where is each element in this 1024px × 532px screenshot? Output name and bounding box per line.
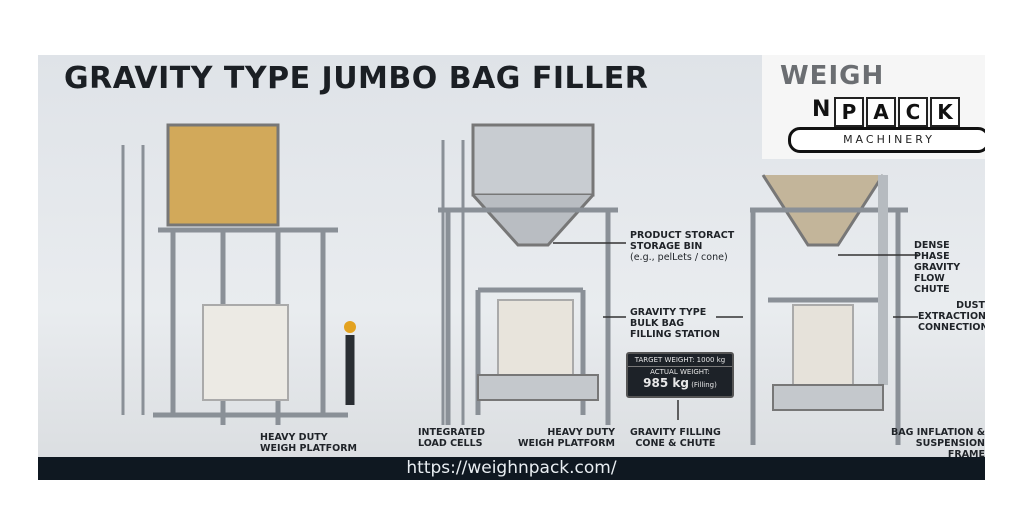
label-suspension-frame: BAG INFLATION &SUSPENSION FRAME [891, 427, 985, 460]
weight-readout-panel: TARGET WEIGHT: 1000 kg ACTUAL WEIGHT: 98… [626, 352, 734, 398]
page-title: GRAVITY TYPE JUMBO BAG FILLER [64, 61, 649, 96]
illustration: GRAVITY TYPE JUMBO BAG FILLER WEIGH N P … [38, 55, 985, 480]
weighnpack-logo: WEIGH N P A C K MACHINERY [762, 55, 985, 159]
machines-drawing [121, 123, 918, 445]
website-url[interactable]: https://weighnpack.com/ [38, 457, 985, 480]
